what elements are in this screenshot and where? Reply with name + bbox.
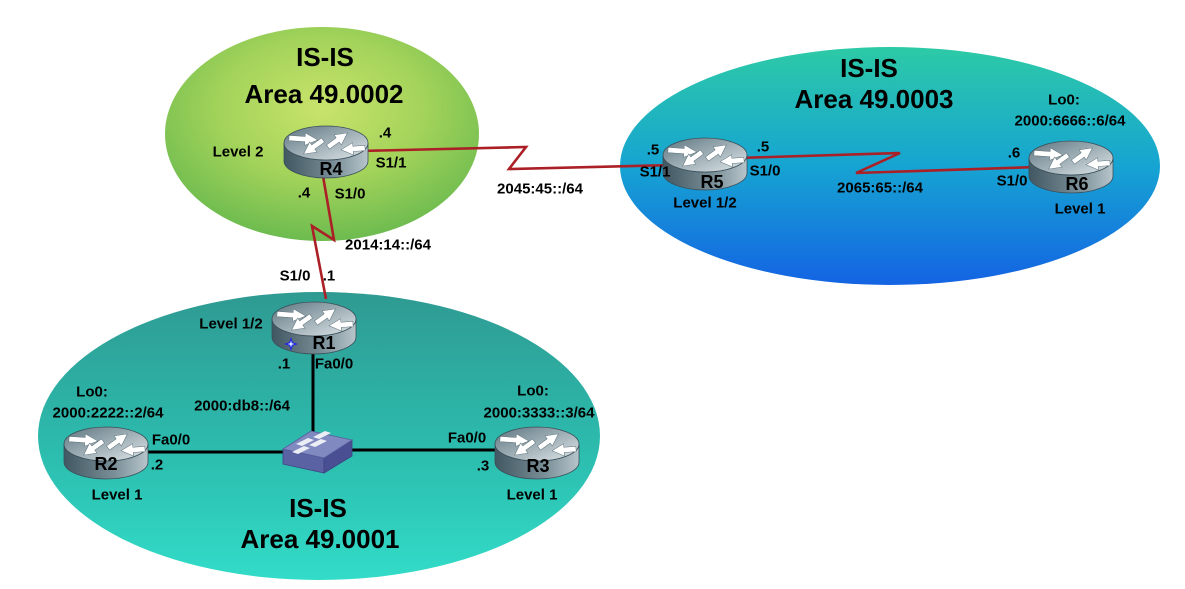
r6-name-label: R6 — [1065, 174, 1089, 194]
r3-loopback-address-label: 2000:3333::3/64 — [483, 404, 595, 422]
r4-s10-address-label: .4 — [297, 184, 311, 202]
area-49-0001-title-line1: IS-IS — [289, 493, 347, 523]
r3-level-label: Level 1 — [506, 486, 558, 504]
link-r5-r6-network-label: 2065:65::/64 — [837, 179, 923, 197]
r4-name-label: R4 — [319, 159, 343, 179]
link-r4-r1-network-label: 2014:14::/64 — [345, 236, 431, 254]
r5-level-label: Level 1/2 — [673, 194, 737, 212]
r4-s11-address-label: .4 — [378, 124, 392, 142]
r4-s11-interface-label: S1/1 — [375, 154, 407, 172]
lan-network-label: 2000:db8::/64 — [194, 397, 290, 415]
r5-s10-address-label: .5 — [756, 138, 770, 156]
r5-s11-address-label: .5 — [646, 141, 660, 159]
r6-s10-address-label: .6 — [1007, 144, 1021, 162]
r5-s10-interface-label: S1/0 — [749, 162, 781, 180]
area-49-0003-ellipse — [620, 47, 1160, 285]
r5-name-label: R5 — [700, 172, 724, 192]
r5-s11-interface-label: S1/1 — [639, 163, 671, 181]
area-49-0003-title-line2: Area 49.0003 — [794, 84, 954, 114]
r1-level-label: Level 1/2 — [199, 315, 263, 333]
r1-fa00-address-label: .1 — [277, 355, 291, 373]
link-r4-r5-network-label: 2045:45::/64 — [497, 180, 583, 198]
r2-level-label: Level 1 — [91, 486, 143, 504]
r4-s10-interface-label: S1/0 — [334, 185, 366, 203]
area-49-0003-title-line1: IS-IS — [840, 53, 898, 83]
switch-icon — [281, 430, 354, 474]
r1-s10-address-label: .1 — [322, 267, 336, 285]
r3-fa00-interface-label: Fa0/0 — [447, 429, 487, 447]
r3-loopback-label: Lo0: — [517, 382, 549, 400]
area-49-0002-title-line1: IS-IS — [296, 42, 354, 72]
r6-s10-interface-label: S1/0 — [996, 172, 1028, 190]
r4-level-label: Level 2 — [212, 143, 264, 161]
r2-name-label: R2 — [94, 454, 118, 474]
r1-name-label: R1 — [312, 333, 336, 353]
r1-s10-interface-label: S1/0 — [279, 267, 311, 285]
r3-fa00-address-label: .3 — [476, 457, 490, 475]
area-49-0001-title-line2: Area 49.0001 — [240, 524, 400, 554]
r2-loopback-address-label: 2000:2222::2/64 — [52, 404, 164, 422]
link-r5-r6 — [737, 151, 1039, 175]
area-49-0002-title-line2: Area 49.0002 — [244, 79, 404, 109]
link-r4-r1 — [310, 175, 336, 300]
r6-loopback-address-label: 2000:6666::6/64 — [1014, 112, 1126, 130]
r2-fa00-interface-label: Fa0/0 — [151, 431, 191, 449]
r3-name-label: R3 — [526, 456, 550, 476]
r6-level-label: Level 1 — [1054, 200, 1106, 218]
r2-fa00-address-label: .2 — [150, 456, 164, 474]
link-r4-r5 — [359, 145, 677, 171]
r1-fa00-interface-label: Fa0/0 — [314, 355, 354, 373]
r6-loopback-label: Lo0: — [1048, 91, 1080, 109]
cursor-sparkle-icon — [284, 337, 298, 351]
r2-loopback-label: Lo0: — [76, 383, 108, 401]
